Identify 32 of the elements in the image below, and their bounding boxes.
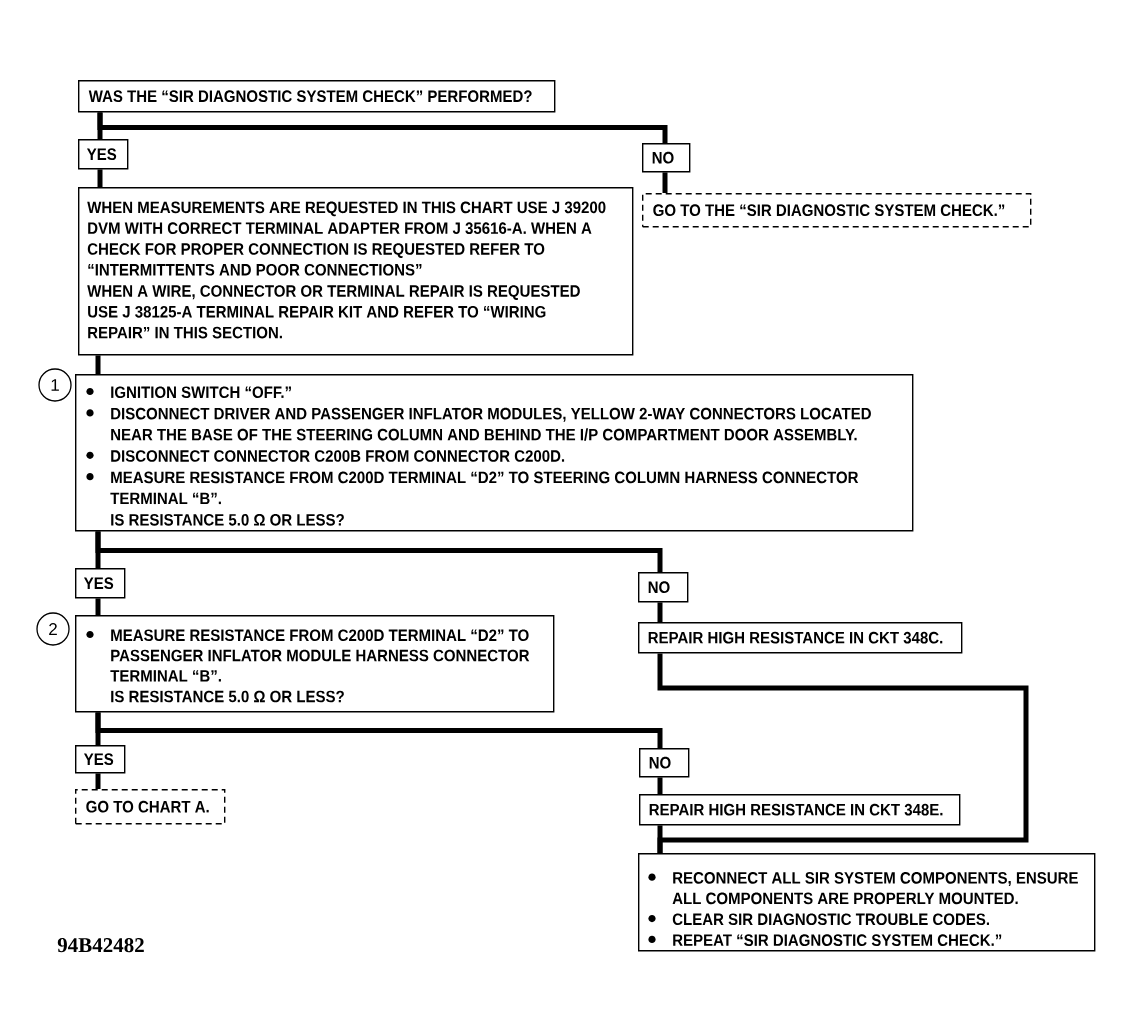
connector-line: [95, 773, 101, 789]
node-label: IGNITION SWITCH “OFF.”: [111, 386, 291, 399]
node-label: DISCONNECT CONNECTOR C200B FROM CONNECTOR C200D.: [111, 450, 565, 462]
branch-tag: YES: [78, 139, 129, 170]
connector-line: [657, 825, 663, 853]
connector-line: [95, 712, 663, 748]
node-label: MEASURE RESISTANCE FROM C200D TERMINAL “D2” TO STEERING COLUMN HARNESS CONNECTOR TERMINAL “B”.: [110, 471, 859, 505]
node-label: IS RESISTANCE 5.0 Ω OR LESS?: [111, 513, 344, 526]
action-box: REPAIR HIGH RESISTANCE IN CKT 348E.: [639, 794, 961, 826]
connector-line: [95, 355, 101, 374]
figure-number: 94B42482: [57, 938, 144, 953]
branch-tag: YES: [75, 568, 126, 599]
step-box: IGNITION SWITCH “OFF.” DISCONNECT DRIVER AND PASSENGER INFLATOR MODULES, YELLOW 2-WAY CONNECTORS LOCATED NEAR THE BASE OF THE STEERING COLUMN AND BEHIND THE I/P COMPARTMENT DOOR ASSEMBLY. DISCONNECT CONNECTOR C200B FROM CONNECTOR C200D. MEASURE RESISTANCE FROM C200D TERMINAL “D2” TO STEERING COLUMN HARNESS CONNECTOR TERMINAL “B”. IS RESISTANCE 5.0 Ω OR LESS?: [75, 374, 914, 532]
note-box: WHEN MEASUREMENTS ARE REQUESTED IN THIS CHART USE J 39200 DVM WITH CORRECT TERMINAL ADAPTER FROM J 35616-A. WHEN A CHECK FOR PROPER CONNECTION IS REQUESTED REFER TO “INTERMITTENTS AND POOR CONNECTIONS” WHEN A WIRE, CONNECTOR OR TERMINAL REPAIR IS REQUESTED USE J 38125-A TERMINAL REPAIR KIT AND REFER TO “WIRING REPAIR” IN THIS SECTION.: [78, 187, 634, 356]
branch-tag: NO: [639, 748, 690, 778]
action-box: REPAIR HIGH RESISTANCE IN CKT 348C.: [638, 622, 963, 654]
connector-line: [662, 172, 668, 193]
question-box: WAS THE “SIR DIAGNOSTIC SYSTEM CHECK” PERFORMED?: [78, 80, 556, 113]
branch-tag: YES: [75, 745, 126, 774]
action-box: RECONNECT ALL SIR SYSTEM COMPONENTS, ENSURE ALL COMPONENTS ARE PROPERLY MOUNTED. CLEAR SIR DIAGNOSTIC TROUBLE CODES. REPEAT “SIR DIAGNOSTIC SYSTEM CHECK.”: [638, 853, 1096, 952]
connector-line: [657, 602, 663, 622]
connector-line: [97, 169, 103, 187]
connector-line: [97, 112, 668, 143]
node-label: DISCONNECT DRIVER AND PASSENGER INFLATOR MODULES, YELLOW 2-WAY CONNECTORS LOCATED NEAR THE BASE OF THE STEERING COLUMN AND BEHIND THE I/P COMPARTMENT DOOR ASSEMBLY.: [111, 407, 871, 441]
step-box: MEASURE RESISTANCE FROM C200D TERMINAL “D2” TO PASSENGER INFLATOR MODULE HARNESS CONNECTOR TERMINAL “B”. IS RESISTANCE 5.0 Ω OR LESS?: [75, 615, 555, 713]
branch-tag: NO: [638, 572, 689, 603]
goto-box: GO TO CHART A.: [75, 789, 226, 825]
goto-box: GO TO THE “SIR DIAGNOSTIC SYSTEM CHECK.”: [642, 193, 1032, 228]
connector-line: [95, 531, 663, 572]
branch-tag: NO: [642, 143, 691, 173]
connector-line: [657, 777, 663, 794]
connector-line: [95, 598, 101, 615]
